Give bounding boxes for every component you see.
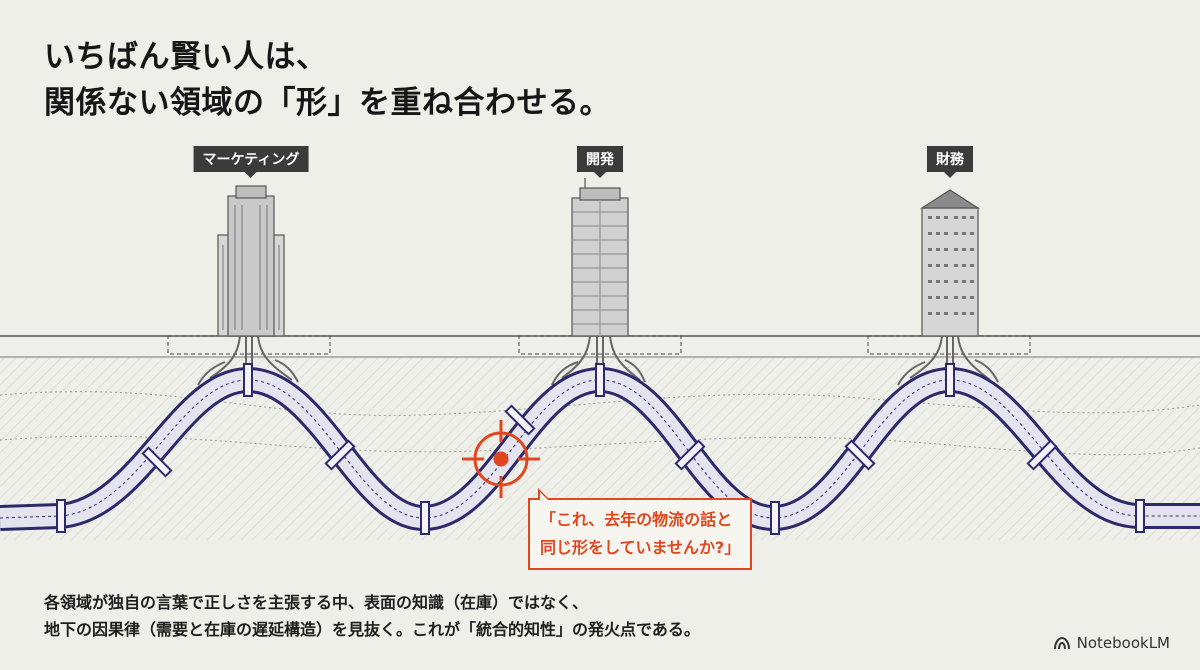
brand-watermark: NotebookLM	[1053, 634, 1170, 652]
title-line-2: 関係ない領域の「形」を重ね合わせる。	[44, 85, 611, 121]
callout-line-2: 同じ形をしていませんか?」	[540, 538, 741, 557]
description-line-1: 各領域が独自の言葉で正しさを主張する中、表面の知識（在庫）ではなく、	[44, 593, 589, 612]
pipe-joints	[56, 363, 1145, 535]
title-line-1: いちばん賢い人は、	[44, 39, 328, 75]
description: 各領域が独自の言葉で正しさを主張する中、表面の知識（在庫）ではなく、 地下の因果…	[44, 589, 700, 643]
label-finance: 財務	[927, 146, 973, 178]
building-finance	[919, 189, 981, 337]
label-marketing: マーケティング	[193, 146, 309, 178]
page-title: いちばん賢い人は、 関係ない領域の「形」を重ね合わせる。	[44, 34, 611, 126]
callout-line-1: 「これ、去年の物流の話と	[540, 510, 733, 529]
soil-strata-line	[0, 391, 1200, 416]
notebooklm-logo-icon	[1053, 636, 1070, 650]
foundation-finance	[867, 335, 1031, 355]
foundation-marketing	[167, 335, 331, 355]
foundation-development	[518, 335, 682, 355]
brand-name: NotebookLM	[1076, 634, 1170, 652]
description-line-2: 地下の因果律（需要と在庫の遅延構造）を見抜く。これが「統合的知性」の発火点である…	[44, 620, 700, 639]
building-marketing	[217, 185, 285, 337]
building-development	[571, 178, 629, 337]
target-reticle-icon	[462, 420, 540, 498]
roots-development	[551, 335, 646, 386]
label-development: 開発	[577, 146, 623, 178]
speech-callout: 「これ、去年の物流の話と 同じ形をしていませんか?」	[528, 488, 753, 570]
